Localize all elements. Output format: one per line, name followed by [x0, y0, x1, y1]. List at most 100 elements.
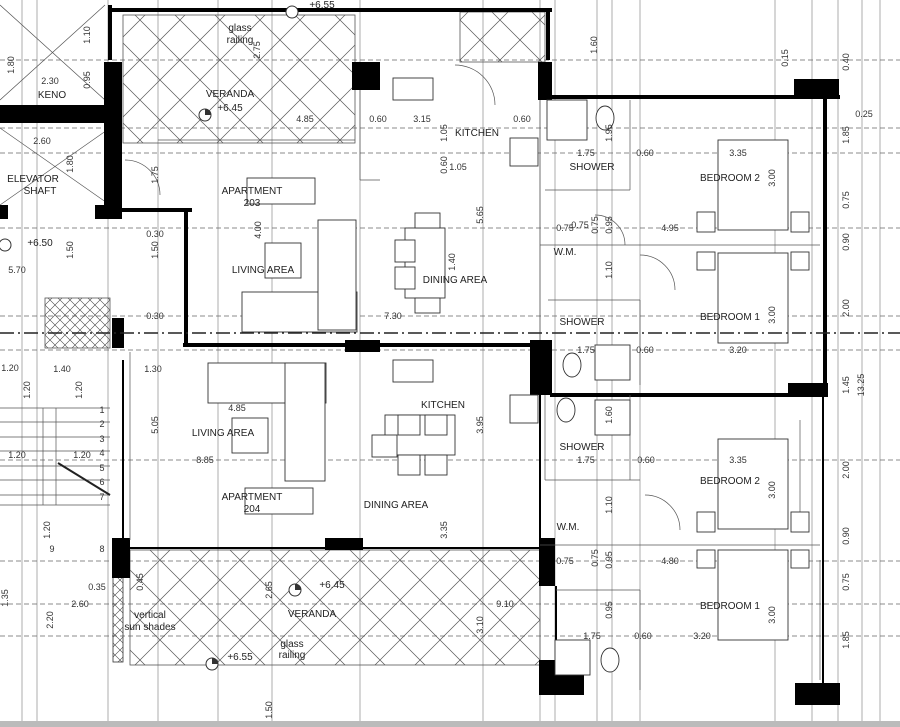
room-label: VERANDA [206, 89, 255, 100]
dimension-label: 1.60 [604, 406, 614, 424]
dimension-label: 0.60 [439, 156, 449, 174]
dimension-label: 1.80 [6, 56, 16, 74]
dimension-label: 3.35 [729, 455, 747, 465]
dimension-label: 5.05 [150, 416, 160, 434]
dimension-label: 2.30 [41, 76, 59, 86]
dimension-label: 0.75 [556, 556, 574, 566]
dimension-label: 1.45 [841, 376, 851, 394]
room-label: SHOWER [560, 442, 605, 453]
room-label: +6.55 [227, 652, 253, 663]
dimension-label: 2.60 [33, 136, 51, 146]
dimension-label: 2.00 [841, 299, 851, 317]
dimension-label: 0.75 [571, 220, 589, 230]
stair-step-number: 6 [99, 477, 104, 487]
dimension-label: 3.20 [729, 345, 747, 355]
dimension-label: 0.60 [634, 631, 652, 641]
bed-203-2 [717, 139, 789, 231]
room-labels: VERANDA+6.45glassrailingKENOELEVATORSHAF… [7, 0, 760, 663]
dimension-label: 1.95 [604, 124, 614, 142]
dimension-label: 3.00 [767, 606, 777, 624]
dimension-label: 1.05 [439, 124, 449, 142]
dimension-label: 0.75 [841, 191, 851, 209]
dimension-label: 0.75 [841, 573, 851, 591]
dimension-label: 1.85 [841, 631, 851, 649]
dimension-label: 0.75 [556, 223, 574, 233]
stair-step-number: 9 [49, 544, 54, 554]
stair-step-number: 5 [99, 463, 104, 473]
dimension-label: 3.00 [767, 169, 777, 187]
dimension-label: 5.70 [8, 265, 26, 275]
dimension-label: 1.60 [589, 36, 599, 54]
room-label: DINING AREA [423, 275, 488, 286]
dimension-label: 1.85 [841, 126, 851, 144]
room-label: ELEVATOR [7, 174, 59, 185]
dimension-label: 3.95 [475, 416, 485, 434]
elevator-shaft-cross [0, 4, 111, 206]
room-label: LIVING AREA [232, 265, 295, 276]
dimension-label: 1.20 [8, 450, 26, 460]
dimension-label: 1.80 [65, 155, 75, 173]
door-swings [124, 64, 681, 531]
dimension-label: 3.15 [413, 114, 431, 124]
dimension-label: 4.85 [296, 114, 314, 124]
veranda-204-hatch [129, 549, 541, 666]
room-label: glass [228, 23, 251, 34]
dimension-label: 1.10 [604, 261, 614, 279]
dimension-label: 0.15 [780, 49, 790, 67]
dimension-label: 1.75 [583, 631, 601, 641]
dimension-label: 4.00 [253, 221, 263, 239]
dimension-label: 1.20 [22, 381, 32, 399]
dimension-label: 0.95 [82, 71, 92, 89]
stair-step-number: 8 [99, 544, 104, 554]
dimension-label: 1.75 [150, 166, 160, 184]
dimension-label: 0.90 [841, 527, 851, 545]
dimension-label: 0.90 [841, 233, 851, 251]
room-label: SHOWER [570, 162, 615, 173]
bottom-band [0, 721, 900, 727]
dimension-label: 0.25 [855, 109, 873, 119]
dimension-label: 0.75 [590, 549, 600, 567]
stair-step-number: 7 [99, 492, 104, 502]
dimension-label: 1.10 [604, 496, 614, 514]
dimension-label: 13.25 [856, 374, 866, 397]
shaft-hatch [44, 297, 111, 349]
room-label: W.M. [557, 522, 580, 533]
dimension-label: 1.20 [42, 521, 52, 539]
dimension-label: 0.95 [604, 216, 614, 234]
dimension-label: 1.75 [577, 148, 595, 158]
room-label: railing [227, 35, 254, 46]
dimension-label: 9.10 [496, 599, 514, 609]
dimension-label: 0.60 [636, 148, 654, 158]
room-label: DINING AREA [364, 500, 429, 511]
dimension-label: 2.20 [45, 611, 55, 629]
dimension-label: 1.20 [1, 363, 19, 373]
stair-step-number: 2 [99, 419, 104, 429]
dimension-label: 8.85 [196, 455, 214, 465]
room-label: KITCHEN [421, 400, 465, 411]
room-label: LIVING AREA [192, 428, 255, 439]
dimension-label: 7.30 [384, 311, 402, 321]
dimension-label: 1.40 [447, 253, 457, 271]
room-label: APARTMENT [222, 186, 283, 197]
partitions [129, 90, 821, 690]
dimension-label: 1.10 [82, 26, 92, 44]
room-label: 203 [244, 198, 261, 209]
room-label: railing [279, 650, 306, 661]
bed-203-1 [717, 252, 789, 344]
dimension-label: 2.00 [841, 461, 851, 479]
dimension-label: 2.75 [252, 41, 262, 59]
dimension-label: 0.95 [604, 551, 614, 569]
walls [0, 5, 840, 705]
staircase [0, 407, 111, 506]
dimension-label: 0.60 [636, 345, 654, 355]
dimension-label: 0.40 [841, 53, 851, 71]
room-label: SHOWER [560, 317, 605, 328]
dimension-label: 1.30 [144, 364, 162, 374]
kitchen-sink-203 [392, 77, 434, 101]
room-label: BEDROOM 2 [700, 173, 760, 184]
kitchen-stove-203 [509, 137, 539, 167]
dimension-label: 1.35 [0, 589, 10, 607]
